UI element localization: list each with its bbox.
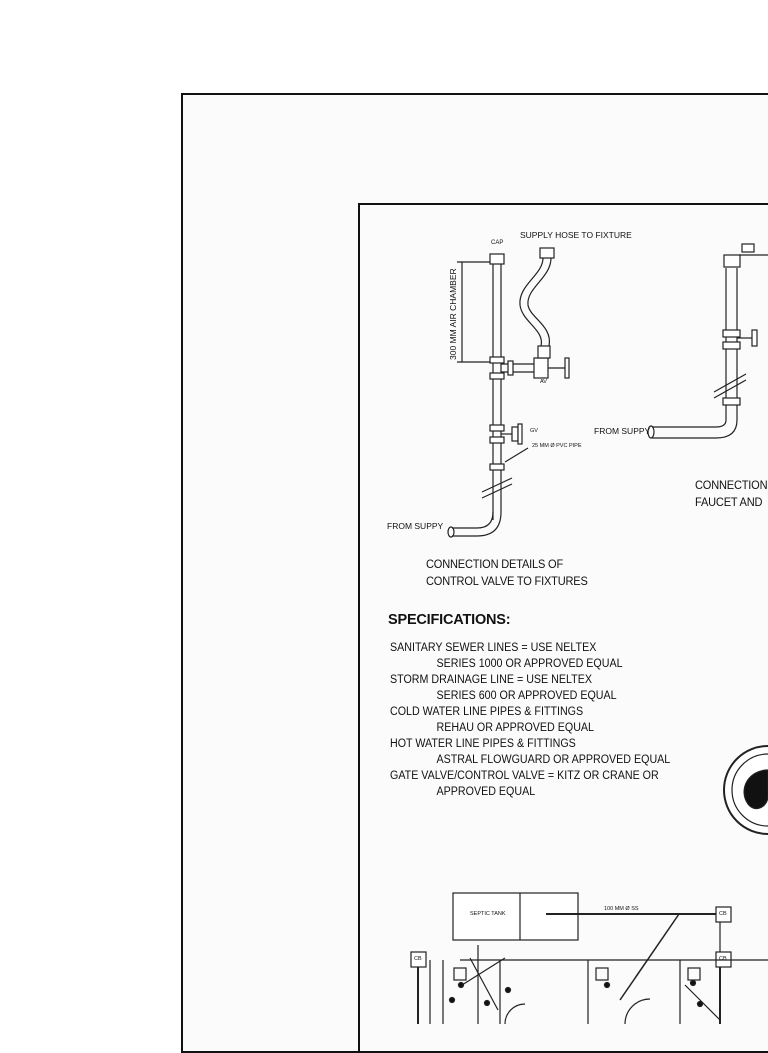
spec-item-line2: REHAU OR APPROVED EQUAL xyxy=(436,722,595,734)
catch-basin-label: CB xyxy=(719,956,727,962)
catch-basin-label: CB xyxy=(414,956,422,962)
detail-caption-right: CONNECTION FAUCET AND xyxy=(695,477,768,511)
septic-tank-label: SEPTIC TANK xyxy=(470,911,506,917)
from-supply-label-right: FROM SUPPY xyxy=(594,426,651,436)
spec-item-line2: ASTRAL FLOWGUARD OR APPROVED EQUAL xyxy=(436,754,671,766)
spec-item: STORM DRAINAGE LINE = USE NELTEX SERIES … xyxy=(390,672,670,704)
spec-item-line1: COLD WATER LINE PIPES & FITTINGS xyxy=(390,706,584,718)
specifications-list: SANITARY SEWER LINES = USE NELTEX SERIES… xyxy=(390,640,670,800)
spec-item: COLD WATER LINE PIPES & FITTINGS REHAU O… xyxy=(390,704,670,736)
from-supply-label-left: FROM SUPPY xyxy=(387,521,444,531)
spec-item-line2: SERIES 600 OR APPROVED EQUAL xyxy=(436,690,617,702)
spec-item-line1: HOT WATER LINE PIPES & FITTINGS xyxy=(390,738,576,750)
spec-item-line2: SERIES 1000 OR APPROVED EQUAL xyxy=(436,658,623,670)
spec-item-line1: GATE VALVE/CONTROL VALVE = KITZ OR CRANE… xyxy=(390,770,659,782)
spec-item: GATE VALVE/CONTROL VALVE = KITZ OR CRANE… xyxy=(390,768,670,800)
caption-right-line1: CONNECTION xyxy=(695,478,768,492)
spec-item: SANITARY SEWER LINES = USE NELTEX SERIES… xyxy=(390,640,670,672)
spec-item-line1: SANITARY SEWER LINES = USE NELTEX xyxy=(390,642,597,654)
caption-right-line2: FAUCET AND xyxy=(695,495,763,509)
caption-left-line2: CONTROL VALVE TO FIXTURES xyxy=(426,574,588,588)
plumbing-detail-drawing xyxy=(410,243,768,1024)
riser-pipe xyxy=(481,253,513,520)
spec-item: HOT WATER LINE PIPES & FITTINGS ASTRAL F… xyxy=(390,736,670,768)
sewer-pipe-label: 100 MM Ø SS xyxy=(604,906,639,912)
angle-valve-label: AV xyxy=(540,379,547,385)
spec-item-line1: STORM DRAINAGE LINE = USE NELTEX xyxy=(390,674,592,686)
spec-item-line2: APPROVED EQUAL xyxy=(436,786,536,798)
supply-hose-label: SUPPLY HOSE TO FIXTURE xyxy=(520,230,632,240)
catch-basin-label: CB xyxy=(719,911,727,917)
gate-valve-label: GV xyxy=(530,428,538,434)
cap-label: CAP xyxy=(491,240,504,246)
caption-left-line1: CONNECTION DETAILS OF xyxy=(426,557,564,571)
air-chamber-dimension-label: 300 MM AIR CHAMBER xyxy=(448,268,458,360)
detail-caption-left: CONNECTION DETAILS OF CONTROL VALVE TO F… xyxy=(426,556,588,590)
specifications-title: SPECIFICATIONS: xyxy=(388,612,511,628)
pvc-pipe-label: 25 MM Ø PVC PIPE xyxy=(532,443,582,449)
